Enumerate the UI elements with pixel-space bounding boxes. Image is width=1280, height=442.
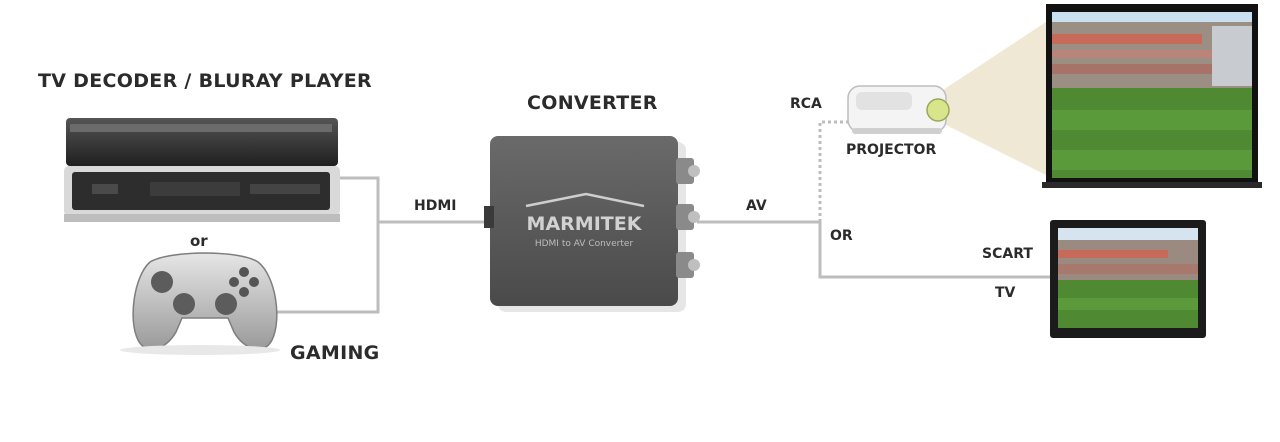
gamepad [120, 252, 280, 355]
projector [847, 18, 1052, 178]
projector-label: PROJECTOR [846, 142, 937, 158]
av-cable [697, 220, 1058, 279]
hdmi-cable [338, 176, 490, 224]
cables [272, 120, 1058, 314]
projection-screen [1042, 4, 1262, 188]
source-device-label: TV DECODER / BLURAY PLAYER [38, 70, 372, 92]
scart-label: SCART [982, 246, 1033, 262]
tv-label: TV [995, 285, 1016, 301]
or-label-upper: OR [830, 228, 853, 244]
television [1050, 220, 1206, 338]
converter-brand: MARMITEK [527, 213, 643, 235]
or-label-lower: or [190, 232, 208, 250]
gaming-label: GAMING [290, 342, 380, 364]
hdmi-label: HDMI [414, 198, 457, 214]
converter-label: CONVERTER [527, 92, 658, 114]
av-label: AV [746, 198, 767, 214]
rca-cable [818, 120, 848, 222]
rca-label: RCA [790, 96, 822, 112]
converter-device: MARMITEK HDMI to AV Converter [484, 136, 700, 312]
converter-model: HDMI to AV Converter [535, 239, 634, 249]
gaming-cable [272, 222, 380, 314]
decoder-bluray-player [64, 118, 340, 222]
